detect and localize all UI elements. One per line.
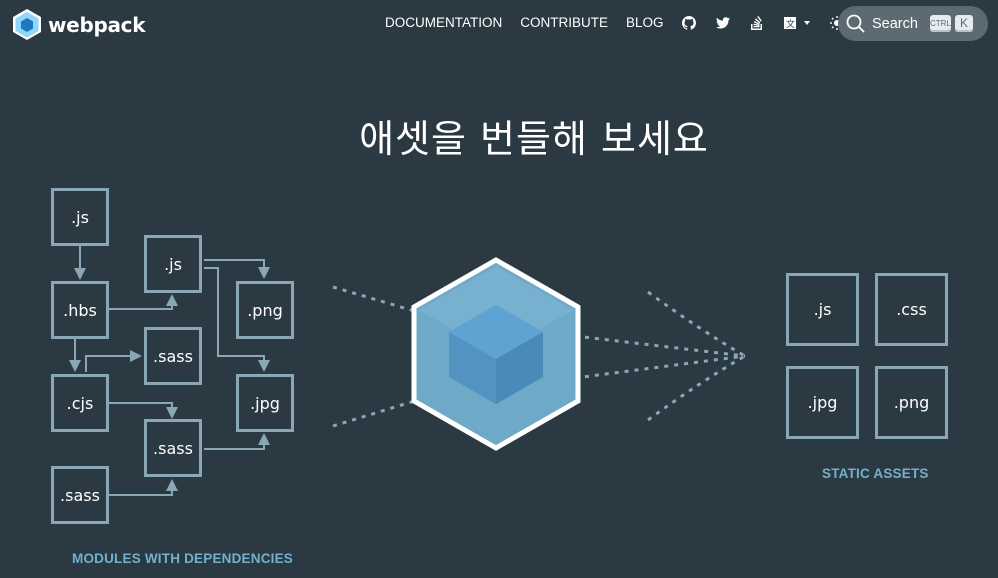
module-sass-middle: .sass: [144, 327, 202, 385]
module-js-dependency: .js: [144, 235, 202, 293]
nav-contribute[interactable]: CONTRIBUTE: [520, 15, 608, 30]
asset-js: .js: [786, 273, 859, 346]
assets-caption: STATIC ASSETS: [822, 466, 929, 481]
asset-css: .css: [875, 273, 948, 346]
search-icon: [846, 14, 865, 33]
asset-png: .png: [875, 366, 948, 439]
github-icon[interactable]: [681, 15, 696, 30]
asset-jpg: .jpg: [786, 366, 859, 439]
stack-overflow-icon[interactable]: [750, 16, 764, 30]
module-sass-lower: .sass: [144, 419, 202, 477]
module-hbs: .hbs: [51, 281, 109, 339]
module-png: .png: [236, 281, 294, 339]
search-button[interactable]: Search CTRL K: [838, 6, 988, 41]
module-cjs: .cjs: [51, 374, 109, 432]
module-js: .js: [51, 188, 109, 246]
language-icon[interactable]: 文: [783, 16, 810, 30]
nav-blog[interactable]: BLOG: [626, 15, 664, 30]
webpack-logo-icon: [13, 9, 41, 40]
hero-title: 애셋을 번들해 보세요: [359, 117, 709, 161]
twitter-icon[interactable]: [715, 16, 730, 30]
module-sass-bottom: .sass: [51, 466, 109, 524]
webpack-logo-link[interactable]: webpack: [12, 8, 146, 41]
webpack-cube-icon: [411, 257, 581, 451]
nav-documentation[interactable]: DOCUMENTATION: [385, 15, 503, 30]
brand-name: webpack: [48, 12, 146, 37]
main-nav: DOCUMENTATION CONTRIBUTE BLOG 文: [385, 15, 864, 30]
svg-text:文: 文: [786, 18, 795, 30]
modules-caption: MODULES WITH DEPENDENCIES: [72, 551, 294, 566]
search-label: Search: [872, 15, 918, 32]
module-jpg: .jpg: [236, 374, 294, 432]
top-navbar: webpack DOCUMENTATION CONTRIBUTE BLOG 文 …: [0, 0, 998, 48]
shortcut-k-key: K: [954, 15, 973, 32]
shortcut-ctrl-key: CTRL: [929, 15, 951, 32]
